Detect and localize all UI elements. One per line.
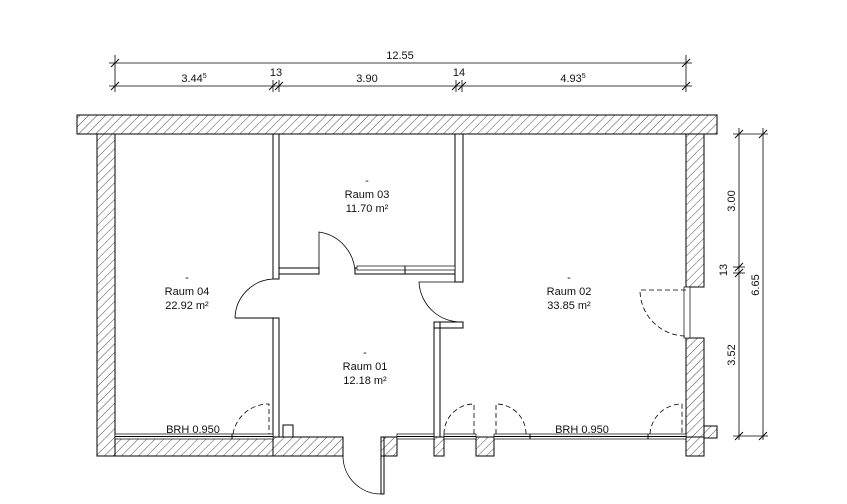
dim-top-segment-1-main: 3.44 [181, 73, 202, 85]
dim-right-segment-1: 3.00 [726, 190, 738, 211]
dim-top-segment-5-sup: 5 [582, 73, 586, 80]
room-dash: - [363, 347, 367, 359]
room-name: Raum 01 [343, 361, 388, 373]
dim-right-segment-2: 13 [718, 264, 730, 276]
dim-top-segment-2: 13 [270, 67, 282, 79]
room-dash: - [185, 272, 189, 284]
room-area: 11.70 m² [346, 203, 389, 215]
room-raum-01: - Raum 01 12.18 m² [343, 347, 388, 387]
dim-top-segment-1: 3.445 [181, 73, 206, 85]
room-dash: - [567, 272, 571, 284]
room-raum-02: - Raum 02 33.85 m² [547, 272, 592, 312]
dim-top-segment-5-main: 4.93 [560, 73, 581, 85]
outer-walls [76, 114, 718, 457]
room-name: Raum 04 [165, 286, 210, 298]
room-dash: - [365, 175, 369, 187]
dim-top-segment-5: 4.935 [560, 73, 585, 85]
sill-height-label-right: BRH 0.950 [555, 424, 609, 436]
room-raum-03: - Raum 03 11.70 m² [345, 175, 390, 215]
dim-right-overall: 6.65 [750, 274, 762, 295]
windows [114, 265, 691, 440]
room-area: 33.85 m² [547, 300, 591, 312]
dim-right-segment-3: 3.52 [726, 344, 738, 365]
sill-height-label-left: BRH 0.950 [166, 424, 220, 436]
dim-top-overall: 12.55 [386, 50, 414, 62]
right-dimension-lines [733, 128, 768, 441]
dim-top-segment-3: 3.90 [356, 73, 377, 85]
dim-top-segment-4: 14 [453, 67, 465, 79]
room-raum-04: - Raum 04 22.92 m² [165, 272, 210, 312]
room-area: 12.18 m² [343, 375, 387, 387]
dim-top-segment-1-sup: 5 [203, 73, 207, 80]
room-name: Raum 03 [345, 189, 390, 201]
room-name: Raum 02 [547, 286, 592, 298]
room-area: 22.92 m² [165, 300, 209, 312]
doors [232, 231, 687, 495]
top-dimension-lines [109, 55, 692, 92]
